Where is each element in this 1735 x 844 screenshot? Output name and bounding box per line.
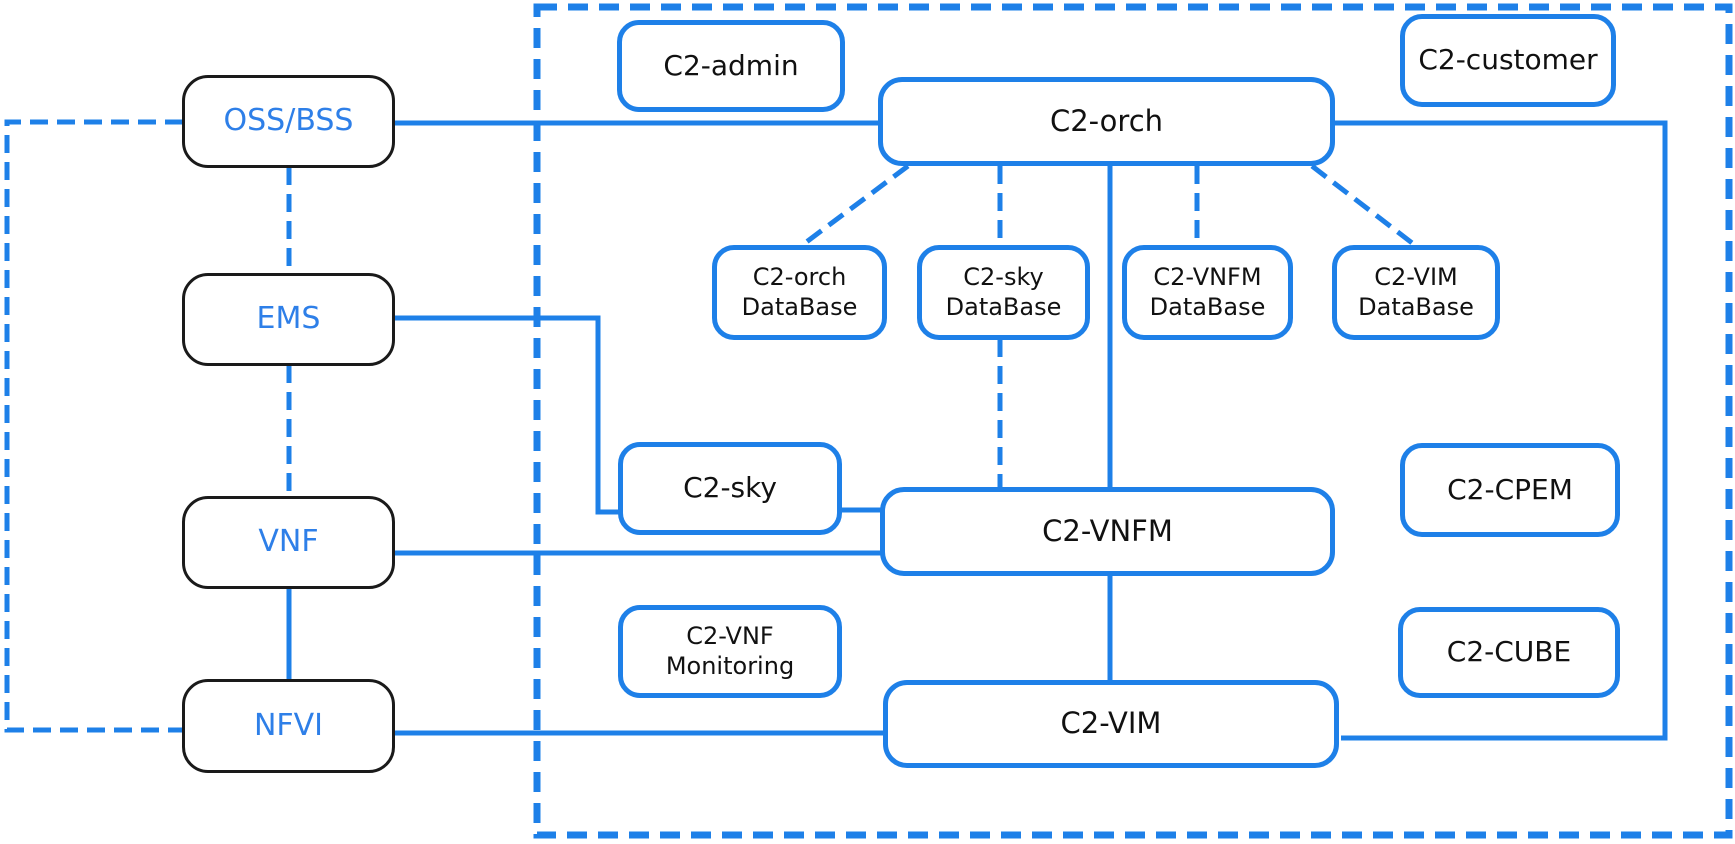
node-c2-vnf-monitoring: C2-VNF Monitoring: [618, 605, 842, 698]
node-nfvi: NFVI: [182, 679, 395, 773]
node-c2-vnf-monitoring-line1: C2-VNF: [686, 622, 774, 651]
node-c2-orch-database-line1: C2-orch: [752, 263, 847, 292]
node-oss-bss: OSS/BSS: [182, 75, 395, 168]
node-c2-customer-label: C2-customer: [1418, 43, 1598, 77]
node-c2-vnfm-label: C2-VNFM: [1042, 513, 1173, 548]
node-nfvi-label: NFVI: [253, 707, 324, 743]
node-oss-bss-label: OSS/BSS: [223, 103, 354, 139]
node-c2-admin-label: C2-admin: [663, 48, 799, 82]
node-vnf: VNF: [182, 496, 395, 589]
edge-c2orch-c2vimdb: [1310, 164, 1418, 248]
edge-ossbss-nfvi-bracket: [4, 119, 183, 733]
node-c2-vnf-monitoring-line2: Monitoring: [665, 651, 795, 680]
edge-c2orch-c2orchdb: [799, 163, 910, 249]
node-c2-cube-label: C2-CUBE: [1446, 635, 1572, 669]
node-c2-sky: C2-sky: [618, 442, 842, 535]
node-c2-admin: C2-admin: [617, 20, 845, 112]
node-c2-sky-database-line2: DataBase: [945, 292, 1062, 321]
node-c2-vnfm-database-line1: C2-VNFM: [1153, 263, 1262, 292]
node-c2-vim-database-line1: C2-VIM: [1374, 263, 1458, 292]
node-c2-vnfm-database-line2: DataBase: [1149, 292, 1266, 321]
node-c2-vnfm-database: C2-VNFM DataBase: [1122, 245, 1293, 340]
node-c2-vim-database: C2-VIM DataBase: [1332, 245, 1500, 340]
node-vnf-label: VNF: [258, 524, 319, 560]
edge-ems-c2sky: [395, 315, 620, 515]
node-c2-cube: C2-CUBE: [1398, 607, 1620, 698]
node-c2-cpem-label: C2-CPEM: [1447, 472, 1573, 506]
node-c2-vim: C2-VIM: [883, 680, 1339, 768]
node-c2-customer: C2-customer: [1400, 14, 1616, 107]
node-ems: EMS: [182, 273, 395, 366]
node-ems-label: EMS: [256, 301, 321, 337]
node-c2-sky-database: C2-sky DataBase: [917, 245, 1090, 340]
node-c2-orch-database-line2: DataBase: [741, 292, 858, 321]
node-c2-sky-database-line1: C2-sky: [963, 263, 1044, 292]
node-c2-vim-label: C2-VIM: [1060, 706, 1162, 741]
node-c2-orch: C2-orch: [878, 77, 1335, 166]
node-c2-cpem: C2-CPEM: [1400, 443, 1620, 537]
node-c2-orch-database: C2-orch DataBase: [712, 245, 887, 340]
node-c2-vnfm: C2-VNFM: [880, 487, 1335, 576]
node-c2-sky-label: C2-sky: [683, 471, 777, 505]
dashed-domain-boundary: [533, 3, 1733, 839]
node-c2-orch-label: C2-orch: [1049, 103, 1164, 138]
node-c2-vim-database-line2: DataBase: [1358, 292, 1474, 321]
